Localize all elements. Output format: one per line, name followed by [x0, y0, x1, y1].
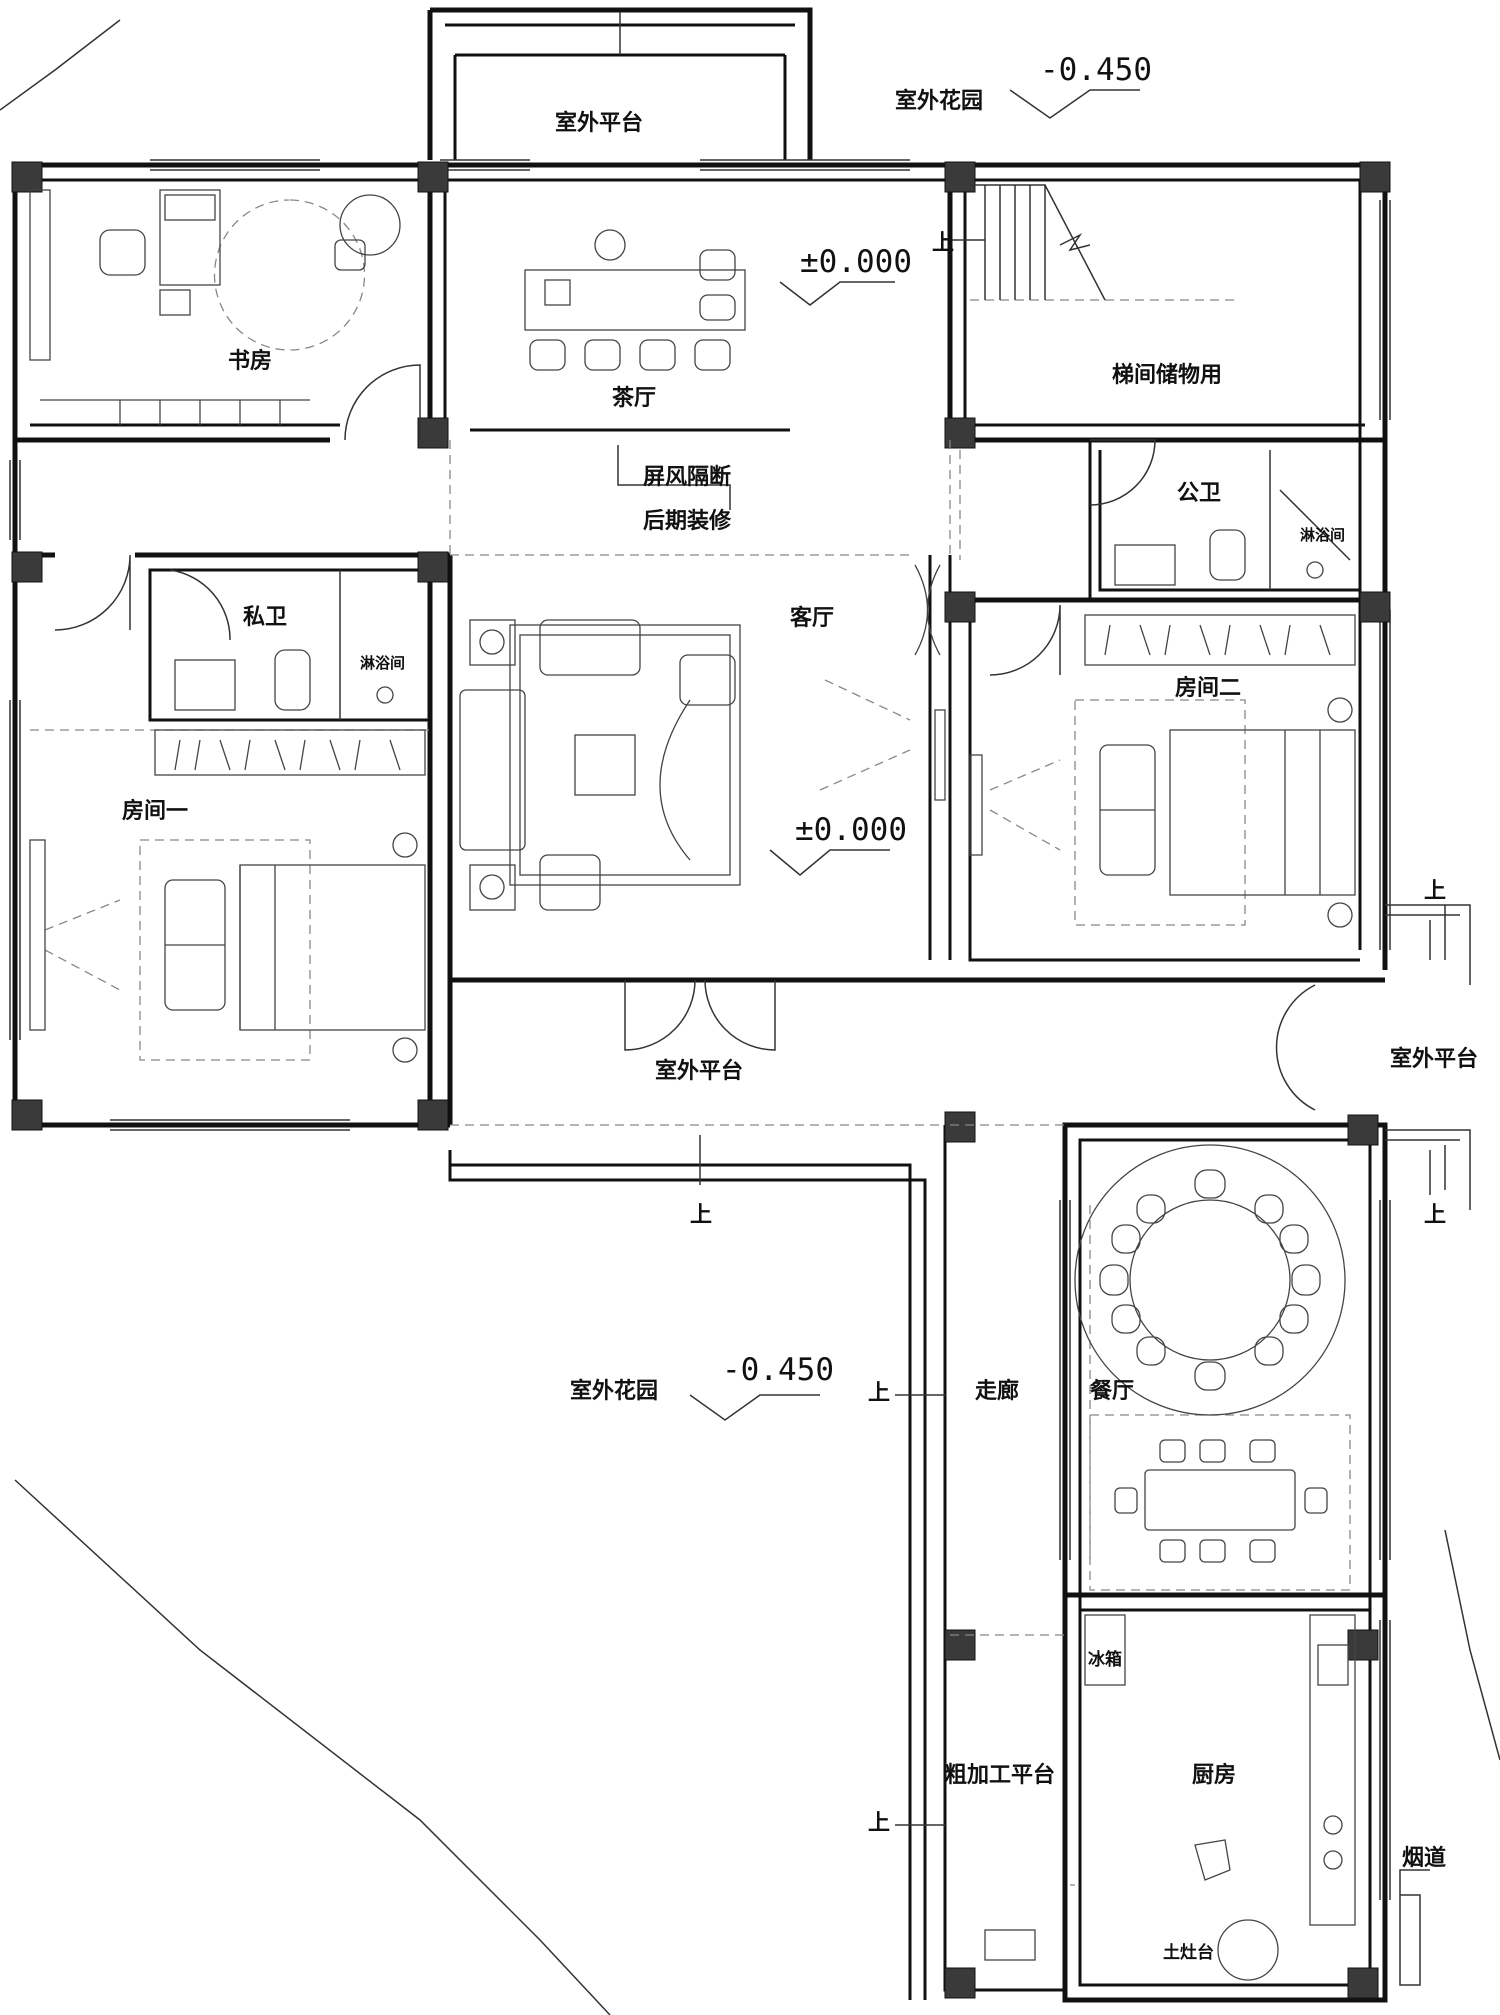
- bath-fixtures: [174, 450, 1351, 720]
- label-rough-platform: 粗加工平台: [945, 1762, 1055, 1788]
- label-kitchen: 厨房: [1192, 1762, 1236, 1788]
- label-outdoor-platform-right: 室外平台: [1390, 1046, 1478, 1072]
- up-mark-corridor-2: 上: [868, 1811, 890, 1836]
- label-bedroom-one: 房间一: [122, 798, 188, 824]
- label-screen-partition: 屏风隔断: [643, 464, 731, 490]
- label-outdoor-garden-bottom: 室外花园: [570, 1378, 658, 1404]
- label-private-bath: 私卫: [243, 605, 287, 630]
- label-corridor: 走廊: [975, 1378, 1019, 1404]
- label-level-tea: ±0.000: [800, 244, 912, 280]
- label-public-bath: 公卫: [1177, 481, 1221, 506]
- up-mark-mid: 上: [690, 1203, 712, 1228]
- label-dining-room: 餐厅: [1090, 1379, 1134, 1404]
- up-mark-corridor-1: 上: [868, 1381, 890, 1406]
- label-shower-right: 淋浴间: [1300, 526, 1345, 544]
- kitchen-furniture: [984, 1614, 1421, 1986]
- label-chimney: 烟道: [1402, 1845, 1446, 1871]
- label-bedroom-two: 房间二: [1175, 675, 1241, 701]
- doors: [54, 364, 1316, 1111]
- up-marks: 上 上 上 上 上 上: [690, 231, 1446, 1836]
- living-room-furniture: [459, 564, 946, 911]
- room-labels: 室外平台 室外花园 -0.450 书房 茶厅 ±0.000 梯间储物用 屏风隔断…: [122, 52, 1478, 1963]
- label-outdoor-platform-mid: 室外平台: [655, 1058, 743, 1084]
- label-living-room: 客厅: [790, 605, 834, 631]
- label-shower-left: 淋浴间: [360, 654, 405, 672]
- up-mark-stair: 上: [932, 231, 954, 256]
- dashed-lines: [30, 199, 1351, 1886]
- study-furniture: [29, 189, 401, 425]
- label-study: 书房: [228, 348, 272, 374]
- label-stair-storage: 梯间储物用: [1112, 362, 1222, 388]
- bedroom-one-furniture: [29, 832, 426, 1063]
- label-outdoor-platform-top: 室外平台: [555, 110, 643, 136]
- label-earth-stove: 土灶台: [1163, 1942, 1214, 1963]
- tea-room-furniture: [524, 229, 746, 371]
- stair: [970, 184, 1106, 301]
- wardrobes: [154, 614, 1356, 776]
- dining-room-furniture: [1074, 1144, 1346, 1563]
- label-later-decoration: 后期装修: [643, 508, 732, 534]
- label-level-top: -0.450: [1040, 52, 1152, 88]
- label-tea-room: 茶厅: [612, 386, 656, 411]
- up-mark-right-bottom: 上: [1424, 1203, 1446, 1228]
- level-markers: [689, 89, 1140, 1421]
- label-level-bottom: -0.450: [722, 1352, 834, 1388]
- up-mark-right-top: 上: [1424, 879, 1446, 904]
- windows: [9, 159, 1391, 1900]
- columns: [11, 161, 1391, 1999]
- label-outdoor-garden-top: 室外花园: [895, 88, 983, 114]
- arrows: [617, 12, 1446, 1895]
- outer-walls: [12, 7, 1388, 2003]
- label-fridge: 冰箱: [1088, 1649, 1122, 1670]
- site-boundary: [0, 19, 1500, 2015]
- right-steps: [1385, 904, 1471, 1210]
- bedroom-two-furniture: [969, 697, 1356, 928]
- label-level-living: ±0.000: [795, 812, 907, 848]
